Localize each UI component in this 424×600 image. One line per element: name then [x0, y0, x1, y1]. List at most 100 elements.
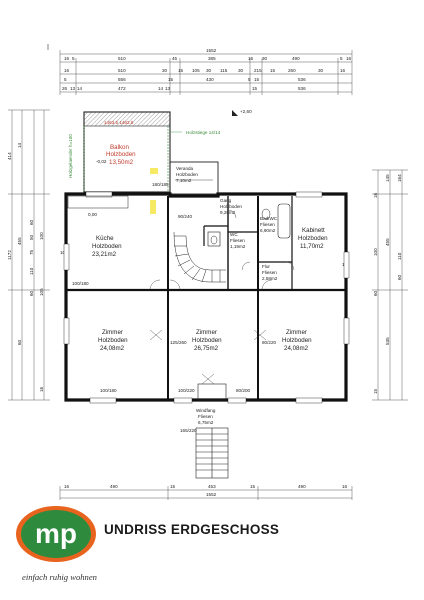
zimmer2-floor: Holzboden — [192, 337, 222, 344]
dim-top-r1: 16 — [346, 56, 352, 61]
veranda-floor: Holzboden — [176, 172, 198, 177]
dim-left: 14 — [17, 142, 22, 148]
dim-right: 164 — [397, 174, 402, 182]
dim-right: 455 — [385, 238, 390, 246]
windfang-area: 6,75m2 — [198, 420, 214, 425]
kitchen-counter — [67, 195, 129, 209]
dim-bottom-total: 1552 — [206, 492, 217, 497]
dim-left: 16 — [39, 386, 44, 392]
dim-left: 60 — [17, 339, 22, 345]
level-balkon: -0,02 — [96, 159, 107, 164]
dim-bottom: 15 — [250, 484, 256, 489]
right-dimension-text: 145 164 16 455 110 60 100 60 535 15 14 — [342, 174, 402, 394]
opening-label: 100/220 — [178, 388, 195, 393]
dim-top-r1: 15 — [248, 56, 254, 61]
opening-label: 125/260 — [170, 340, 187, 345]
dim-top-r4: 472 — [118, 86, 126, 91]
opening-label: 100/180 — [100, 388, 117, 393]
veranda-area: 7,10m2 — [176, 178, 192, 183]
gang-name: Gang — [220, 198, 232, 203]
company-logo: mp — [16, 506, 96, 562]
entrance-stairs — [195, 427, 229, 479]
building-walls — [63, 191, 350, 404]
opening-label: 80/220 — [262, 340, 276, 345]
dim-top-r4: 14 — [158, 86, 164, 91]
dim-top-r3: 5 — [248, 77, 251, 82]
dim-top-r2: 215 — [254, 68, 262, 73]
dim-right: 60 — [397, 274, 402, 280]
dim-top-r1: 385 — [208, 56, 216, 61]
kabinett-area: 11,70m2 — [300, 243, 324, 250]
dim-bottom: 490 — [110, 484, 118, 489]
dim-left: 455 — [17, 237, 22, 245]
bottom-dimensions — [59, 486, 353, 500]
level-kitchen: 0,00 — [88, 212, 97, 217]
top-dimensions — [59, 50, 353, 95]
dim-top-r2: 30 — [318, 68, 324, 73]
page-title: UNDRISS ERDGESCHOSS — [104, 522, 280, 537]
windfang — [197, 383, 227, 401]
opening-label: 90/240 — [178, 214, 192, 219]
dim-top-r2: 16 — [340, 68, 346, 73]
opening-markers — [149, 329, 267, 385]
badwc-name: Bad/WC — [260, 216, 278, 221]
dim-top-r3: 430 — [206, 77, 214, 82]
veranda — [169, 161, 219, 195]
flur-name: Flur — [262, 264, 270, 269]
holzstiege-label: Holzstiege 14/14 — [186, 130, 221, 135]
kabinett-name: Kabinett — [302, 227, 325, 234]
zimmer2-name: Zimmer — [196, 329, 217, 336]
dim-top-r1: 490 — [292, 56, 300, 61]
balkon-dims: 1463.5 1463.5 — [104, 120, 134, 125]
marker-highlight — [150, 168, 158, 174]
dim-right: 60 — [373, 290, 378, 296]
dim-left: 100 — [39, 232, 44, 240]
dim-top-r2: 260 — [288, 68, 296, 73]
dim-top-r4: 26 — [62, 86, 68, 91]
dim-top-r3: 15 — [168, 77, 174, 82]
dim-left: 1172 — [7, 250, 12, 260]
dim-top-r3: 15 — [254, 77, 260, 82]
balkon-area: 13,50m2 — [109, 159, 134, 166]
dim-left: 50 — [29, 234, 34, 240]
logo-green-disc — [21, 510, 91, 558]
zimmer3-name: Zimmer — [286, 329, 307, 336]
dim-top-r1: 5 — [340, 56, 343, 61]
opening-label: 100/180 — [72, 281, 89, 286]
dim-top-r2: 30 — [238, 68, 244, 73]
dim-left: 105 — [39, 288, 44, 296]
dim-top-r4: 536 — [298, 86, 306, 91]
logo-letters: mp — [35, 518, 77, 549]
dim-top-r2: 105 — [192, 68, 200, 73]
holzgelaender-label: Holzgelaender h=100 — [68, 134, 73, 178]
dim-top-r1: 45 — [172, 56, 178, 61]
balkon-name: Balkon — [110, 144, 129, 151]
marker-highlight — [150, 200, 156, 214]
dim-bottom: 15 — [170, 484, 176, 489]
staircase — [173, 231, 226, 283]
dim-top-r2: 16 — [64, 68, 70, 73]
dim-top-r2: 30 — [162, 68, 168, 73]
dim-top-r1: 510 — [118, 56, 126, 61]
flur-area: 2,58m2 — [262, 276, 278, 281]
zimmer3-area: 24,08m2 — [284, 345, 309, 352]
dim-top-r4: 14 — [77, 86, 83, 91]
bathtub-icon — [261, 203, 291, 239]
dim-right: 535 — [385, 337, 390, 345]
dim-top-total: 1552 — [206, 48, 217, 53]
balkon-floor: Holzboden — [106, 151, 136, 158]
dim-right: 145 — [385, 174, 390, 182]
balkon — [83, 111, 182, 193]
dim-top-r3: 556 — [118, 77, 126, 82]
kabinett-floor: Holzboden — [298, 235, 328, 242]
kueche-area: 23,21m2 — [92, 251, 117, 258]
opening-label: 180/185 — [152, 182, 169, 187]
badwc-floor: Fliesen — [260, 222, 275, 227]
zimmer1-floor: Holzboden — [98, 337, 128, 344]
kueche-name: Küche — [96, 235, 114, 242]
gang-floor: Holzboden — [220, 204, 242, 209]
dim-right: 110 — [397, 252, 402, 260]
dim-top-r1: 5 — [72, 56, 75, 61]
dim-top-r1: 30 — [262, 56, 268, 61]
dim-top-r2: 15 — [178, 68, 184, 73]
